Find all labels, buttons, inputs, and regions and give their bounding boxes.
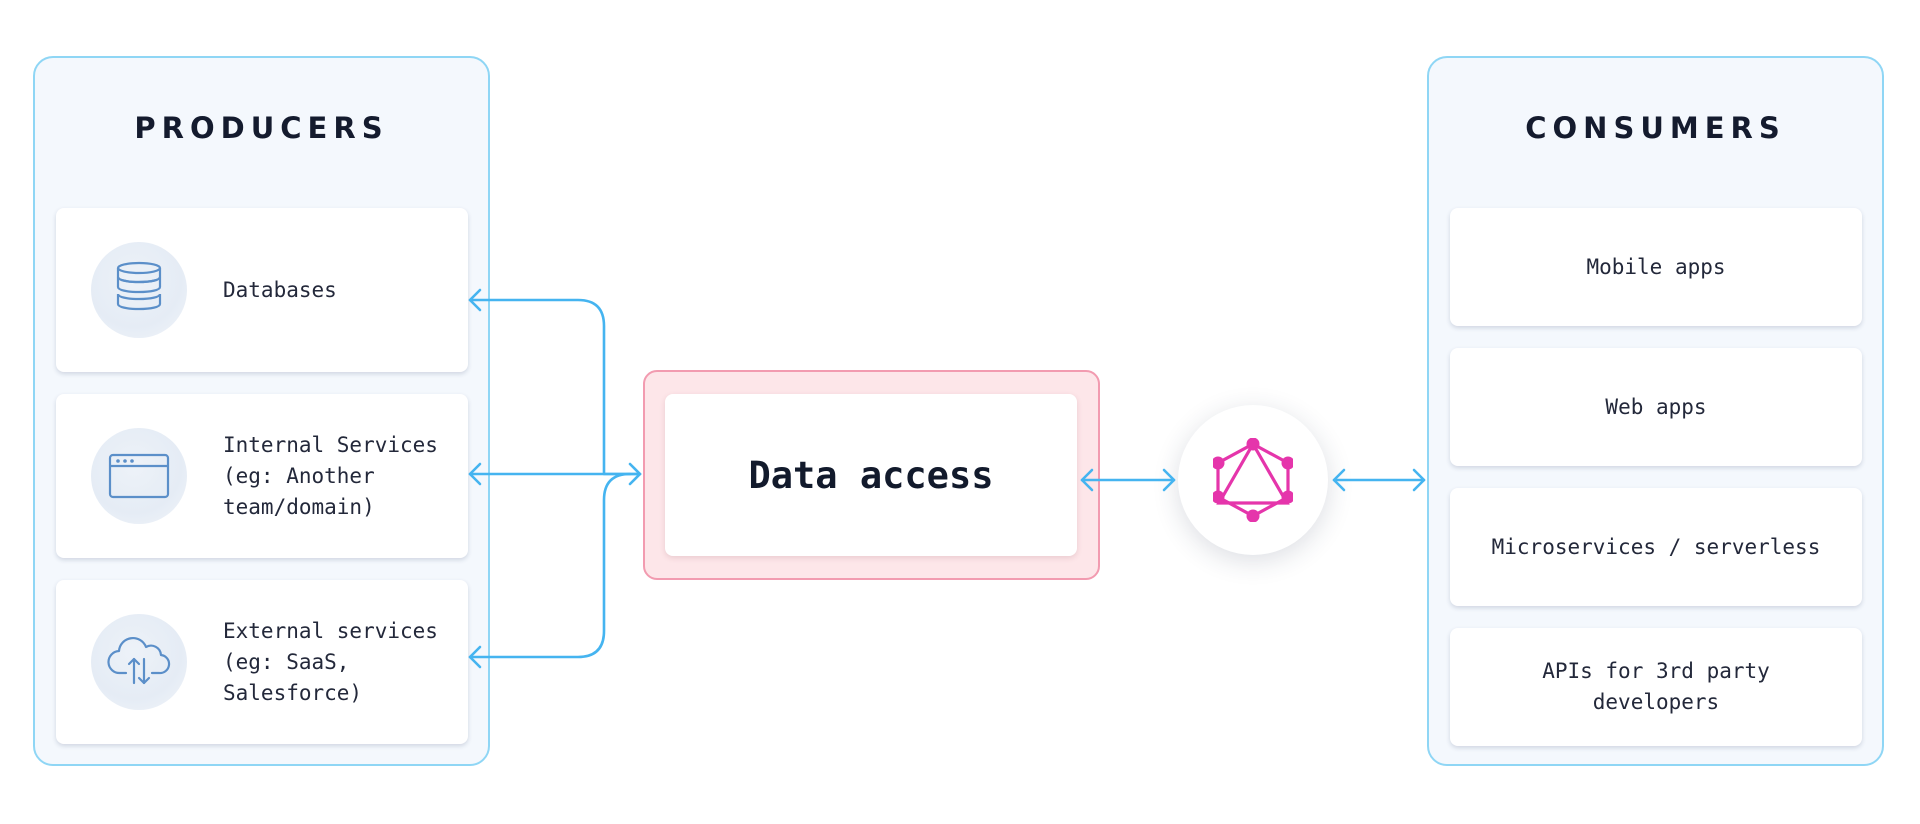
arrowhead-data-access-input xyxy=(628,462,642,486)
consumers-panel: CONSUMERS Mobile apps Web apps Microserv… xyxy=(1427,56,1884,766)
consumer-card-third-party-apis[interactable]: APIs for 3rd party developers xyxy=(1450,628,1862,746)
graphql-icon xyxy=(1213,438,1293,522)
producer-label: External services (eg: SaaS, Salesforce) xyxy=(223,618,438,705)
consumer-card-web-apps[interactable]: Web apps xyxy=(1450,348,1862,466)
database-icon xyxy=(116,261,162,311)
consumer-card-microservices[interactable]: Microservices / serverless xyxy=(1450,488,1862,606)
consumer-card-mobile-apps[interactable]: Mobile apps xyxy=(1450,208,1862,326)
arrowhead-consumers xyxy=(1412,468,1426,492)
producer-label: Internal Services (eg: Another team/doma… xyxy=(223,432,438,519)
database-icon-badge xyxy=(91,242,187,338)
arrow-external-to-data-access xyxy=(468,472,632,659)
arrowhead-databases xyxy=(468,288,482,312)
data-access-box[interactable]: Data access xyxy=(665,394,1077,556)
arrowhead-graphql-right xyxy=(1332,468,1346,492)
producers-panel: PRODUCERS Databases Internal Services (e… xyxy=(33,56,490,766)
arrowhead-data-access-right xyxy=(1080,468,1094,492)
data-access-container: Data access xyxy=(643,370,1100,580)
producer-card-internal-services[interactable]: Internal Services (eg: Another team/doma… xyxy=(56,394,468,558)
cloud-icon-badge xyxy=(91,614,187,710)
consumers-title: CONSUMERS xyxy=(1525,111,1786,145)
arrow-databases-to-data-access xyxy=(468,298,642,476)
producer-card-databases[interactable]: Databases xyxy=(56,208,468,372)
arrowhead-graphql-left xyxy=(1162,468,1176,492)
arrowhead-internal-left xyxy=(468,462,482,486)
browser-window-icon-badge xyxy=(91,428,187,524)
cloud-upload-download-icon xyxy=(107,637,171,685)
browser-window-icon xyxy=(108,453,170,499)
producer-label: Databases xyxy=(223,277,337,302)
producer-card-external-services[interactable]: External services (eg: SaaS, Salesforce) xyxy=(56,580,468,744)
graphql-node[interactable] xyxy=(1178,405,1328,555)
producers-title: PRODUCERS xyxy=(134,111,389,145)
arrowhead-external xyxy=(468,645,482,669)
